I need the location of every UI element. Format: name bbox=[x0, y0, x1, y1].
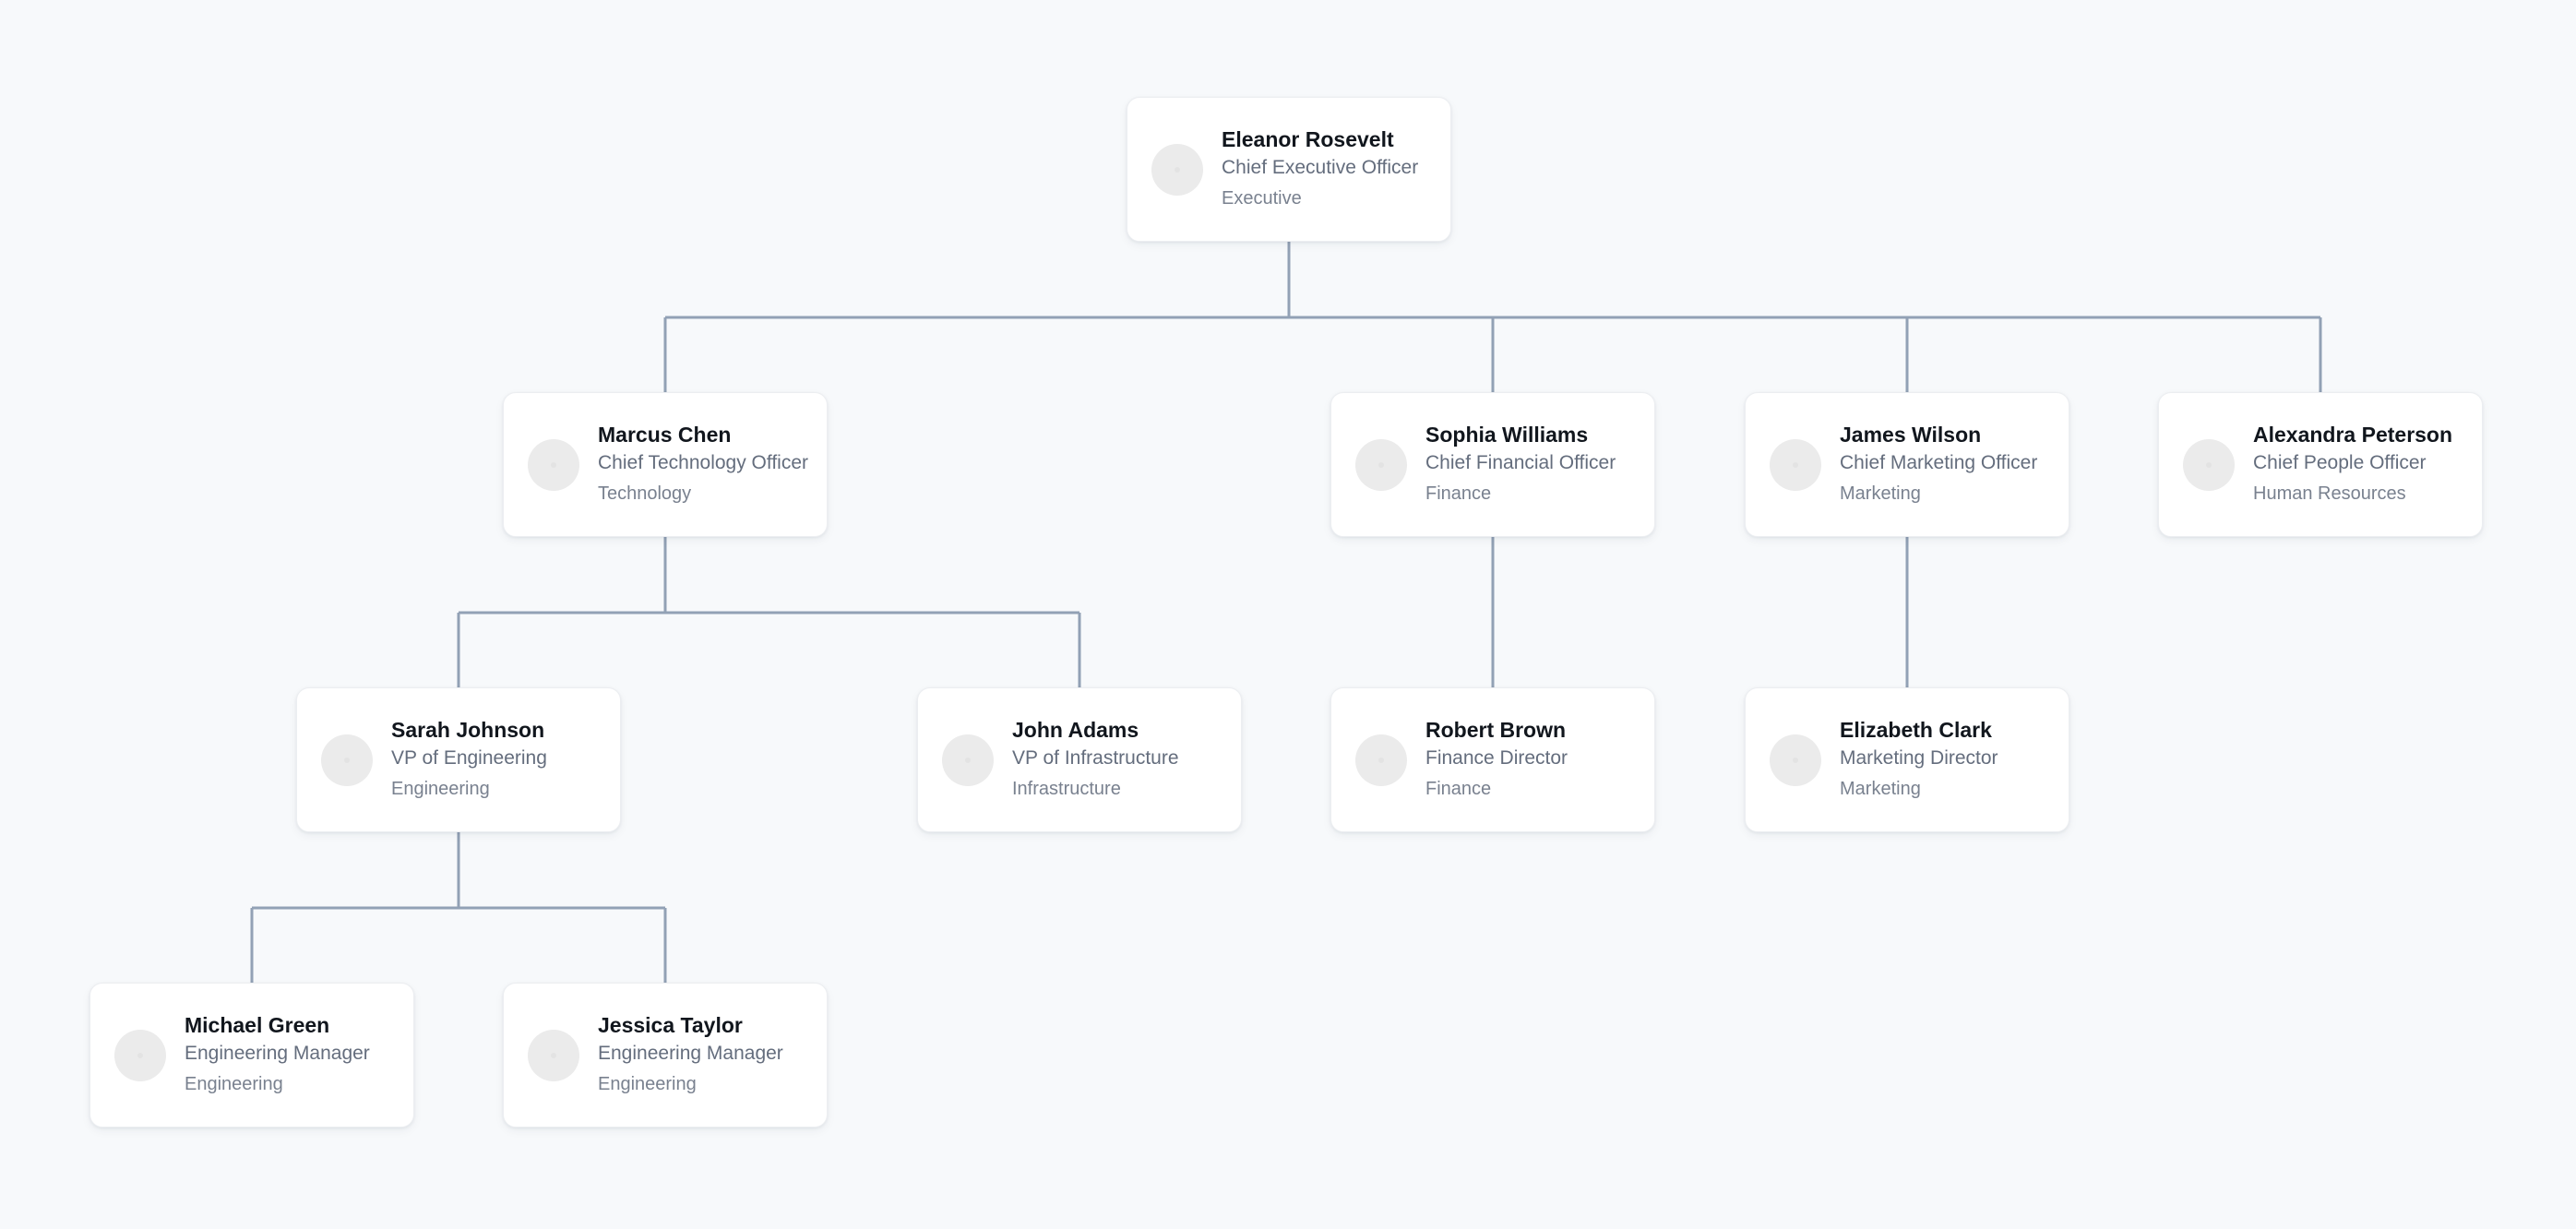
avatar-icon bbox=[942, 734, 994, 786]
org-node-name: Michael Green bbox=[185, 1013, 330, 1038]
org-node-michael-green[interactable]: Michael Green Engineering Manager Engine… bbox=[89, 983, 414, 1128]
avatar-icon bbox=[1355, 734, 1407, 786]
org-node-title: Chief Technology Officer bbox=[598, 452, 809, 474]
org-node-department: Human Resources bbox=[2253, 483, 2406, 505]
avatar-icon bbox=[528, 438, 579, 491]
org-node-elizabeth-clark[interactable]: Elizabeth Clark Marketing Director Marke… bbox=[1745, 687, 2069, 832]
org-node-name: Sophia Williams bbox=[1425, 423, 1589, 447]
org-node-text: James Wilson Chief Marketing Officer Mar… bbox=[1840, 422, 2037, 507]
org-node-text: Michael Green Engineering Manager Engine… bbox=[185, 1012, 370, 1097]
org-node-department: Engineering bbox=[598, 1074, 697, 1095]
org-node-title: Engineering Manager bbox=[598, 1043, 783, 1065]
org-node-department: Infrastructure bbox=[1012, 779, 1121, 800]
org-node-department: Marketing bbox=[1840, 779, 1921, 800]
org-node-text: Marcus Chen Chief Technology Officer Tec… bbox=[598, 422, 809, 507]
org-node-name: Elizabeth Clark bbox=[1840, 718, 1992, 743]
org-node-name: Alexandra Peterson bbox=[2253, 423, 2453, 447]
org-node-sophia-williams[interactable]: Sophia Williams Chief Financial Officer … bbox=[1330, 392, 1655, 537]
org-node-name: Jessica Taylor bbox=[598, 1013, 743, 1038]
avatar-icon bbox=[114, 1029, 166, 1081]
org-node-title: Chief Marketing Officer bbox=[1840, 452, 2038, 474]
org-node-title: Finance Director bbox=[1425, 747, 1568, 770]
org-node-alexandra-peterson[interactable]: Alexandra Peterson Chief People Officer … bbox=[2158, 392, 2483, 537]
org-node-name: Eleanor Rosevelt bbox=[1222, 127, 1394, 152]
org-node-title: Chief People Officer bbox=[2253, 452, 2427, 474]
org-node-text: Elizabeth Clark Marketing Director Marke… bbox=[1840, 717, 1998, 802]
org-node-title: VP of Infrastructure bbox=[1012, 747, 1179, 770]
avatar-icon bbox=[1355, 438, 1407, 491]
org-node-department: Engineering bbox=[185, 1074, 283, 1095]
org-node-title: Engineering Manager bbox=[185, 1043, 370, 1065]
avatar-icon bbox=[1151, 143, 1203, 196]
org-node-department: Executive bbox=[1222, 188, 1302, 209]
org-node-john-adams[interactable]: John Adams VP of Infrastructure Infrastr… bbox=[917, 687, 1242, 832]
org-node-title: Chief Executive Officer bbox=[1222, 157, 1419, 179]
org-node-eleanor-rosevelt[interactable]: Eleanor Rosevelt Chief Executive Officer… bbox=[1127, 97, 1451, 242]
org-node-department: Finance bbox=[1425, 779, 1492, 800]
org-node-name: John Adams bbox=[1012, 718, 1139, 743]
org-node-text: John Adams VP of Infrastructure Infrastr… bbox=[1012, 717, 1179, 802]
org-node-sarah-johnson[interactable]: Sarah Johnson VP of Engineering Engineer… bbox=[296, 687, 621, 832]
org-node-text: Sophia Williams Chief Financial Officer … bbox=[1425, 422, 1616, 507]
org-node-department: Technology bbox=[598, 483, 692, 505]
org-node-department: Marketing bbox=[1840, 483, 1921, 505]
org-node-department: Engineering bbox=[391, 779, 490, 800]
org-node-jessica-taylor[interactable]: Jessica Taylor Engineering Manager Engin… bbox=[503, 983, 828, 1128]
org-node-name: Marcus Chen bbox=[598, 423, 732, 447]
org-node-robert-brown[interactable]: Robert Brown Finance Director Finance bbox=[1330, 687, 1655, 832]
org-node-title: Chief Financial Officer bbox=[1425, 452, 1616, 474]
org-node-text: Sarah Johnson VP of Engineering Engineer… bbox=[391, 717, 547, 802]
avatar-icon bbox=[1770, 438, 1821, 491]
avatar-icon bbox=[528, 1029, 579, 1081]
org-node-title: Marketing Director bbox=[1840, 747, 1998, 770]
org-node-james-wilson[interactable]: James Wilson Chief Marketing Officer Mar… bbox=[1745, 392, 2069, 537]
org-node-marcus-chen[interactable]: Marcus Chen Chief Technology Officer Tec… bbox=[503, 392, 828, 537]
org-node-name: James Wilson bbox=[1840, 423, 1982, 447]
avatar-icon bbox=[2183, 438, 2235, 491]
org-node-name: Robert Brown bbox=[1425, 718, 1567, 743]
avatar-icon bbox=[321, 734, 373, 786]
org-node-name: Sarah Johnson bbox=[391, 718, 545, 743]
org-node-department: Finance bbox=[1425, 483, 1492, 505]
org-node-title: VP of Engineering bbox=[391, 747, 547, 770]
org-node-text: Robert Brown Finance Director Finance bbox=[1425, 717, 1568, 802]
org-node-text: Eleanor Rosevelt Chief Executive Officer… bbox=[1222, 126, 1418, 211]
org-node-text: Jessica Taylor Engineering Manager Engin… bbox=[598, 1012, 783, 1097]
org-node-text: Alexandra Peterson Chief People Officer … bbox=[2253, 422, 2452, 507]
avatar-icon bbox=[1770, 734, 1821, 786]
